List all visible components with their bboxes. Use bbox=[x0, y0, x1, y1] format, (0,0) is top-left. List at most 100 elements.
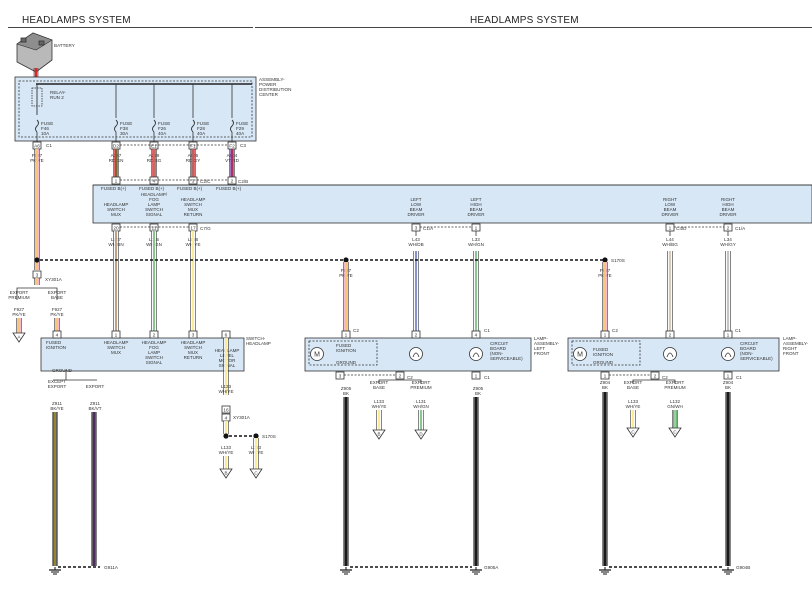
module-output-label: MUX bbox=[111, 212, 121, 217]
switch-mux-label: HEADLAMP bbox=[104, 340, 129, 345]
module-top-pin-number: 3 bbox=[192, 178, 195, 184]
lamp-right-low-beam-icon-filament bbox=[666, 352, 674, 358]
wire-label-f927-premium: F927 bbox=[14, 307, 25, 312]
module-output-label: HEADLAMP bbox=[104, 202, 129, 207]
lamp-right-pin-2-number: 2 bbox=[669, 332, 672, 338]
xy301a-pin-3-number: 3 bbox=[36, 272, 39, 278]
connector-end-right-c bbox=[626, 427, 640, 438]
module-output-label: HIGH bbox=[722, 202, 733, 207]
splice-label-s170s-level: S170S bbox=[262, 434, 276, 439]
fuse-label-f46: F46 bbox=[41, 126, 49, 131]
connector-end-b bbox=[219, 468, 233, 479]
wire-label-l133-b: L133 bbox=[221, 445, 232, 450]
lamp-left-circuit-board-label: (NON- bbox=[490, 351, 503, 356]
fuse-label-f46: FUSE bbox=[41, 121, 53, 126]
splice-dot-lamp-left bbox=[343, 257, 349, 263]
lamp-right-pin-2-lower-number: 2 bbox=[654, 373, 657, 379]
lamp-right-circuit-board-label: BOARD bbox=[740, 346, 757, 351]
fuse-icon-f38 bbox=[114, 119, 118, 133]
wire-label-l131-left: WH/GN bbox=[413, 404, 429, 409]
lamp-left-export-premium-label: EXPORT bbox=[412, 380, 431, 385]
lamp-left-pin-4-number: 4 bbox=[475, 332, 478, 338]
export-base-label: BASE bbox=[51, 295, 63, 300]
module-output-label: HEADLAMP/ bbox=[141, 192, 168, 197]
module-output-pin-number: 1 bbox=[669, 225, 672, 231]
fuse-label-f38: F38 bbox=[120, 126, 128, 131]
lamp-left-low-beam-icon bbox=[409, 347, 423, 361]
headlamp-switch-label: HEADLAMP bbox=[246, 341, 271, 346]
wire-label-z904-a: Z904 bbox=[600, 380, 611, 385]
connector-end-a-label: A bbox=[17, 335, 20, 340]
lamp-right-export-base-label: EXPORT bbox=[624, 380, 643, 385]
wire-label-f927-base: F927 bbox=[52, 307, 63, 312]
switch-fog-signal-label: FOG bbox=[149, 345, 159, 350]
lamp-right-assembly-label: ASSEMBLY- bbox=[783, 341, 809, 346]
module-connector-c1a: C1/A bbox=[423, 226, 434, 231]
switch-mux-label: SWITCH bbox=[107, 345, 125, 350]
module-fused-b-label: FUSED B(+) bbox=[177, 186, 203, 191]
wire-label-l133-right: L133 bbox=[628, 399, 639, 404]
pdc-pin-e1-number: E1 bbox=[151, 143, 157, 149]
module-connector-c1a-right: C1/A bbox=[735, 226, 746, 231]
switch-fog-signal-label: HEADLAMP bbox=[142, 340, 167, 345]
fuse-label-f26: FUSE bbox=[158, 121, 170, 126]
lamp-right-fused-ignition-label: IGNITION bbox=[593, 352, 613, 357]
switch-mux-return-label: RETURN bbox=[184, 355, 203, 360]
headlamp-switch-label: SWITCH- bbox=[246, 336, 266, 341]
lamp-right-assembly-label: LAMP- bbox=[783, 336, 797, 341]
title-rule-right bbox=[255, 27, 812, 28]
fuse-label-f29: FUSE bbox=[236, 121, 248, 126]
lamp-right-ground-pin-1 bbox=[600, 371, 610, 380]
connector-end-left-b bbox=[372, 429, 386, 440]
splice-dot-s170s-level bbox=[223, 433, 229, 439]
switch-pin-2-number: 2 bbox=[153, 332, 156, 338]
lamp-left-export-base-label: BASE bbox=[373, 385, 385, 390]
lamp-right-connector-c1-lower: C1 bbox=[736, 375, 742, 380]
lamp-left-circuit-board-label: BOARD bbox=[490, 346, 507, 351]
lamp-left-ground-label: GROUND bbox=[336, 360, 357, 365]
pdc-pin-d2-number: D2 bbox=[113, 143, 119, 149]
page-title-right: HEADLAMPS SYSTEM bbox=[470, 15, 579, 26]
lamp-left-assembly-label: LEFT bbox=[534, 346, 545, 351]
splice-dot-s170s-level-b bbox=[253, 433, 259, 439]
module-top-pin-number: 2 bbox=[231, 178, 234, 184]
module-top-pin bbox=[149, 176, 159, 185]
wire-label-l133-left: WH/YE bbox=[372, 404, 387, 409]
lamp-right-connector-c2: C2 bbox=[612, 328, 618, 333]
module-output-label: LAMP bbox=[148, 202, 160, 207]
pdc-assembly-label: POWER bbox=[259, 82, 277, 87]
pdc-assembly-label: ASSEMBLY- bbox=[259, 77, 285, 82]
lamp-right-level-motor-icon-glyph: M bbox=[577, 352, 583, 359]
export-split-bracket bbox=[16, 287, 58, 300]
module-output-label: DRIVER bbox=[661, 212, 679, 217]
lamp-left-ground-pin-3 bbox=[335, 371, 345, 380]
switch-mux-return-label: SWITCH bbox=[184, 345, 202, 350]
ground-export-label: EXPORT bbox=[86, 384, 105, 389]
module-fused-b-label: FUSED B(+) bbox=[216, 186, 242, 191]
fuse-label-f29: 40A bbox=[236, 131, 245, 136]
lamp-left-ground-pin-1-number: 1 bbox=[475, 373, 478, 379]
lamp-right-assembly-label: FRONT bbox=[783, 351, 799, 356]
wire-label-z911-a: BK/YE bbox=[50, 406, 63, 411]
lamp-right-ground-label: GROUND bbox=[593, 360, 614, 365]
lamp-left-export-bracket bbox=[378, 379, 422, 384]
pdc-pin-a6-number: A6 bbox=[34, 143, 40, 149]
connector-end-right-c2-label: C bbox=[673, 430, 677, 435]
lamp-left-low-beam-icon-filament bbox=[412, 352, 420, 358]
pdc-assembly-label: CENTER bbox=[259, 92, 279, 97]
module-output-pin-number: 20 bbox=[113, 225, 119, 231]
module-output-label: BEAM bbox=[664, 207, 677, 212]
wire-label-z905-a: Z905 bbox=[341, 386, 352, 391]
module-top-pin bbox=[227, 176, 237, 185]
switch-pin-4-number: 4 bbox=[56, 332, 59, 338]
module-output-label: DRIVER bbox=[407, 212, 425, 217]
switch-pin-3 bbox=[188, 330, 198, 339]
lamp-left-pin-2-number: 2 bbox=[415, 332, 418, 338]
lamp-left-level-motor-icon-glyph: M bbox=[314, 352, 320, 359]
module-output-pin-number: 1 bbox=[475, 225, 478, 231]
module-output-label: LEFT bbox=[470, 197, 481, 202]
lamp-left-ground-pin-1 bbox=[471, 371, 481, 380]
wire-label-l133-left: L133 bbox=[374, 399, 385, 404]
wire-label-z911-b: BK/VT bbox=[88, 406, 101, 411]
lamp-right-export-premium-label: EXPORT bbox=[666, 380, 685, 385]
